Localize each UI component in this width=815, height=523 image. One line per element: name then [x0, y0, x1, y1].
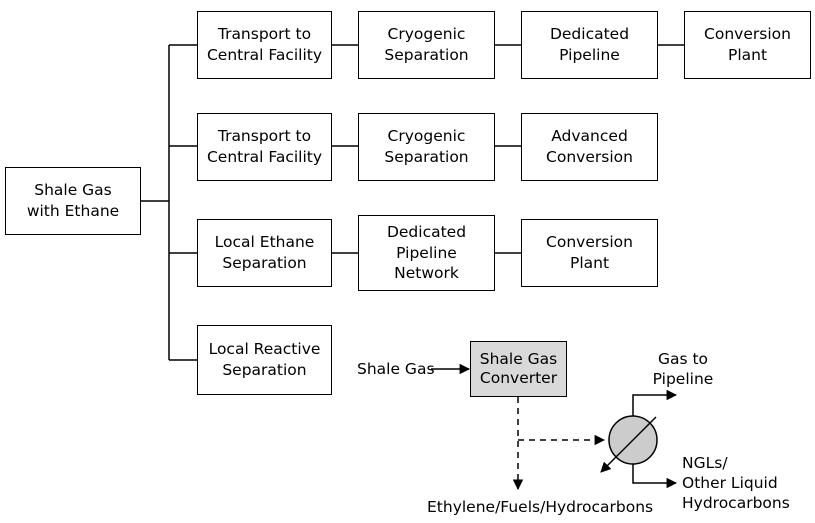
- step-box: Local Reactive Separation: [197, 325, 332, 395]
- step-box: Advanced Conversion: [521, 113, 658, 181]
- liquids-output-arrow: [632, 464, 678, 489]
- step-box: Conversion Plant: [684, 11, 811, 79]
- gas-output-arrow: [632, 389, 678, 416]
- step-box: Transport to Central Facility: [197, 11, 332, 79]
- step-box: Cryogenic Separation: [358, 113, 495, 181]
- separator-diagonal-arrow: [600, 416, 657, 473]
- step-box: Cryogenic Separation: [358, 11, 495, 79]
- liquids-output-label: NGLs/ Other Liquid Hydrocarbons: [682, 454, 790, 513]
- gas-output-label: Gas to Pipeline: [652, 350, 714, 389]
- root-box: Shale Gas with Ethane: [5, 167, 141, 235]
- step-box: Dedicated Pipeline Network: [358, 215, 495, 291]
- product-label: Ethylene/Fuels/Hydrocarbons: [427, 498, 654, 516]
- step-box: Dedicated Pipeline: [521, 11, 658, 79]
- converter-box: Shale Gas Converter: [470, 341, 567, 397]
- step-box: Transport to Central Facility: [197, 113, 332, 181]
- input-label: Shale Gas: [357, 360, 435, 378]
- step-box: Local Ethane Separation: [197, 219, 332, 287]
- step-box: Conversion Plant: [521, 219, 658, 287]
